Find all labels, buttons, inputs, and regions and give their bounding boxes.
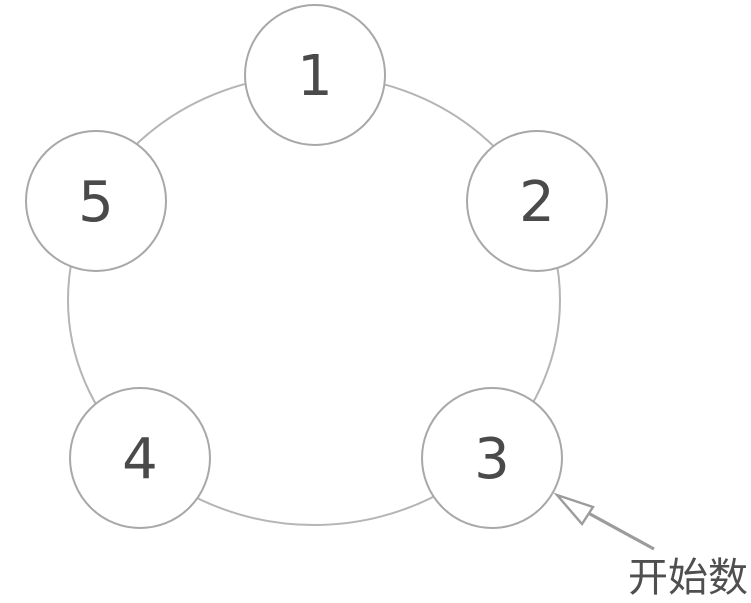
annotation-label: 开始数 [628,555,748,601]
node-5-circle [25,130,167,272]
node-2-circle [466,130,608,272]
node-1: 1 [244,4,386,146]
node-4-label: 4 [122,427,158,492]
node-1-label: 1 [297,44,333,109]
node-1-circle [244,4,386,146]
node-2-label: 2 [519,170,555,235]
node-5-label: 5 [78,170,114,235]
node-2: 2 [466,130,608,272]
node-3: 3 [421,387,563,529]
node-4-circle [69,387,211,529]
node-3-label: 3 [474,427,510,492]
node-5: 5 [25,130,167,272]
start-annotation-arrow [553,492,655,551]
arrow-head-icon [553,492,595,526]
node-4: 4 [69,387,211,529]
node-3-circle [421,387,563,529]
